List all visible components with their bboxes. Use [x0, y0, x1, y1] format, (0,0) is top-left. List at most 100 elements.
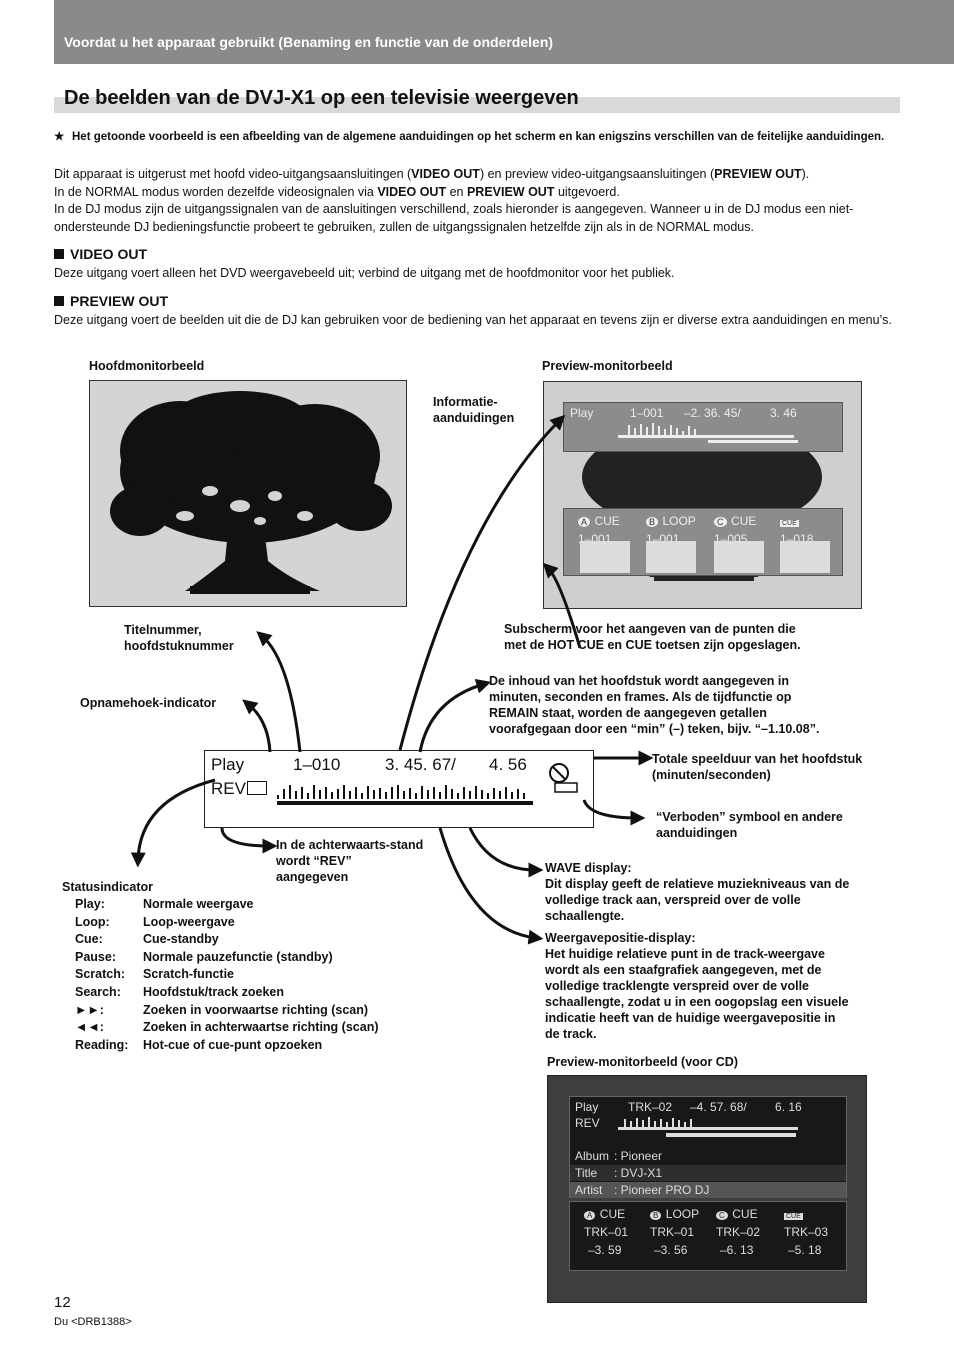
cd-artist-value: : Pioneer PRO DJ — [614, 1183, 710, 1197]
cd-cue-slot[interactable]: CUE TRK–03 –5. 18 — [784, 1205, 828, 1259]
cd-album-key: Album — [575, 1149, 610, 1163]
camera-angle-icon — [247, 781, 267, 795]
label-line: Dit display geeft de relatieve muziekniv… — [545, 877, 850, 891]
cue-track: TRK–01 — [584, 1225, 629, 1239]
table-row: Pause:Normale pauzefunctie (standby) — [75, 949, 379, 967]
label-line: schaallengte, zodat u in een oogopslag e… — [545, 995, 849, 1009]
label-line: Informatie- — [433, 395, 498, 409]
status-key: Loop: — [75, 914, 110, 929]
cue-thumbnail — [714, 541, 764, 573]
table-row: Scratch:Scratch-functie — [75, 966, 379, 984]
label-line: hoofdstuknummer — [124, 639, 234, 653]
intro-bold: PREVIEW OUT — [466, 184, 555, 199]
video-out-text: Deze uitgang voert alleen het DVD weerga… — [54, 266, 675, 280]
intro-text: In de NORMAL modus worden dezelfde video… — [54, 184, 378, 199]
status-key: ◄◄: — [75, 1020, 104, 1035]
note: ★ Het getoonde voorbeeld is een afbeeldi… — [54, 129, 902, 145]
cd-artist-key: Artist — [575, 1183, 603, 1197]
label-line: aanduidingen — [656, 826, 738, 840]
status-value: Hoofdstuk/track zoeken — [143, 984, 285, 999]
cue-track: TRK–02 — [716, 1225, 761, 1239]
table-row: Loop: Loop-weergave — [75, 914, 379, 932]
status-indicator-table: Play: Normale weergave Loop: Loop-weergave… — [75, 896, 379, 1054]
status-key: Scratch: — [75, 967, 126, 982]
cd-album-row: Album : Pioneer — [570, 1148, 846, 1164]
cue-type: CUE — [732, 1207, 758, 1221]
cue-type: CUE — [594, 514, 620, 528]
label-line: wordt als een staafgrafiek aangegeven, m… — [545, 963, 822, 977]
label-verboden: “Verboden” symbool en andere aanduidinge… — [656, 809, 843, 841]
cd-cue-panel: A CUE TRK–01 –3. 59 B LOOP TRK–01 –3. 56… — [569, 1201, 847, 1271]
status-value: Loop-weergave — [143, 914, 235, 929]
label-informatie: Informatie- aanduidingen — [433, 394, 514, 426]
cue-thumbnail — [780, 541, 830, 573]
cd-cue-slot[interactable]: A CUE TRK–01 –3. 59 — [584, 1205, 628, 1259]
label-line: WAVE display: — [545, 861, 632, 875]
label-line: schaallengte. — [545, 909, 625, 923]
preview-cue-panel: A CUE 1–001 B LOOP 1–001 C CUE 1–005 CUE… — [563, 508, 843, 576]
intro-text: In de DJ modus zijn de uitgangssignalen … — [54, 202, 854, 234]
cue-badge-icon: CUE — [784, 1213, 803, 1220]
star-icon: ★ — [54, 131, 65, 143]
label-status: Statusindicator — [62, 880, 153, 894]
status-time: 3. 45. 67/ — [385, 755, 456, 774]
header-bar — [54, 0, 954, 64]
intro-text: uitgevoerd. — [554, 184, 620, 199]
cd-cue-slot[interactable]: C CUE TRK–02 –6. 13 — [716, 1205, 760, 1259]
heading-text: VIDEO OUT — [70, 246, 148, 262]
main-monitor — [89, 380, 407, 607]
cd-rev: REV — [575, 1116, 600, 1130]
label-line: Subscherm voor het aangeven van de punte… — [504, 622, 796, 636]
label-totale: Totale speelduur van het hoofdstuk (minu… — [652, 751, 862, 783]
label-line: Totale speelduur van het hoofdstuk — [652, 752, 863, 766]
label-line: de track. — [545, 1027, 597, 1041]
label-opnamehoek: Opnamehoek-indicator — [80, 696, 217, 710]
tree-image — [110, 391, 392, 594]
status-value: Cue-standby — [143, 932, 219, 947]
intro-text: Dit apparaat is uitgerust met hoofd vide… — [54, 167, 412, 181]
label-line: De inhoud van het hoofdstuk wordt aangeg… — [489, 674, 790, 688]
cd-album-value: : Pioneer — [614, 1149, 663, 1163]
label-line: volledige tracklengte verspreid over de … — [545, 979, 809, 993]
intro-bold: VIDEO OUT — [377, 184, 447, 199]
label-line: Weergavepositie-display: — [545, 931, 696, 945]
label-line: aangegeven — [276, 870, 349, 884]
label-cd-preview: Preview-monitorbeeld (voor CD) — [547, 1055, 738, 1069]
status-value: Zoeken in voorwaartse richting (scan) — [143, 1002, 369, 1017]
cd-artist-row: Artist : Pioneer PRO DJ — [570, 1182, 846, 1198]
cue-badge-icon: CUE — [780, 520, 799, 527]
intro-text: ) en preview video-uitgangsaansluitingen… — [479, 167, 715, 181]
label-titelnummer: Titelnummer, hoofdstuknummer — [124, 622, 234, 654]
status-key: Play: — [75, 897, 105, 911]
label-weergavepositie: Weergavepositie-display: Het huidige rel… — [545, 930, 849, 1042]
cue-time: –3. 59 — [588, 1243, 622, 1257]
status-key: Pause: — [75, 949, 116, 964]
preview-play: Play — [570, 406, 594, 420]
cue-thumbnail — [580, 541, 630, 573]
table-row: Cue:Cue-standby — [75, 931, 379, 949]
cd-title-row: Title : DVJ-X1 — [570, 1165, 846, 1181]
cue-badge-b-icon: B — [646, 517, 659, 527]
cd-cue-slot[interactable]: B LOOP TRK–01 –3. 56 — [650, 1205, 699, 1259]
preview-info-panel: Play 1–001 –2. 36. 45/ 3. 46 — [563, 402, 843, 452]
cue-thumbnail — [646, 541, 696, 573]
cd-time: –4. 57. 68/ — [690, 1100, 747, 1114]
label-rev: In de achterwaarts-stand wordt “REV” aan… — [276, 837, 423, 885]
label-wave: WAVE display: Dit display geeft de relat… — [545, 860, 849, 924]
label-line: In de achterwaarts-stand — [276, 838, 424, 852]
table-row: ►►:Zoeken in voorwaartse richting (scan) — [75, 1002, 379, 1020]
label-line: “Verboden” symbool en andere — [656, 810, 843, 824]
cue-badge-b-icon: B — [650, 1211, 662, 1220]
status-display: Play REV 1–010 3. 45. 67/ 4. 56 — [204, 750, 594, 828]
status-value: Zoeken in achterwaartse richting (scan) — [143, 1020, 379, 1035]
status-value: Normale weergave — [143, 897, 254, 911]
page-number: 12 — [54, 1294, 71, 1311]
cue-time: –6. 13 — [720, 1243, 754, 1257]
label-line: volledige track aan, verspreid over de v… — [545, 893, 801, 907]
label-line: indicatie heeft van de huidige weergavep… — [545, 1011, 836, 1025]
label-line: minuten, seconden en frames. Als de tijd… — [489, 690, 792, 704]
status-play: Play — [211, 755, 245, 774]
square-bullet-icon — [54, 296, 64, 306]
preview-wave-bars — [618, 423, 798, 443]
